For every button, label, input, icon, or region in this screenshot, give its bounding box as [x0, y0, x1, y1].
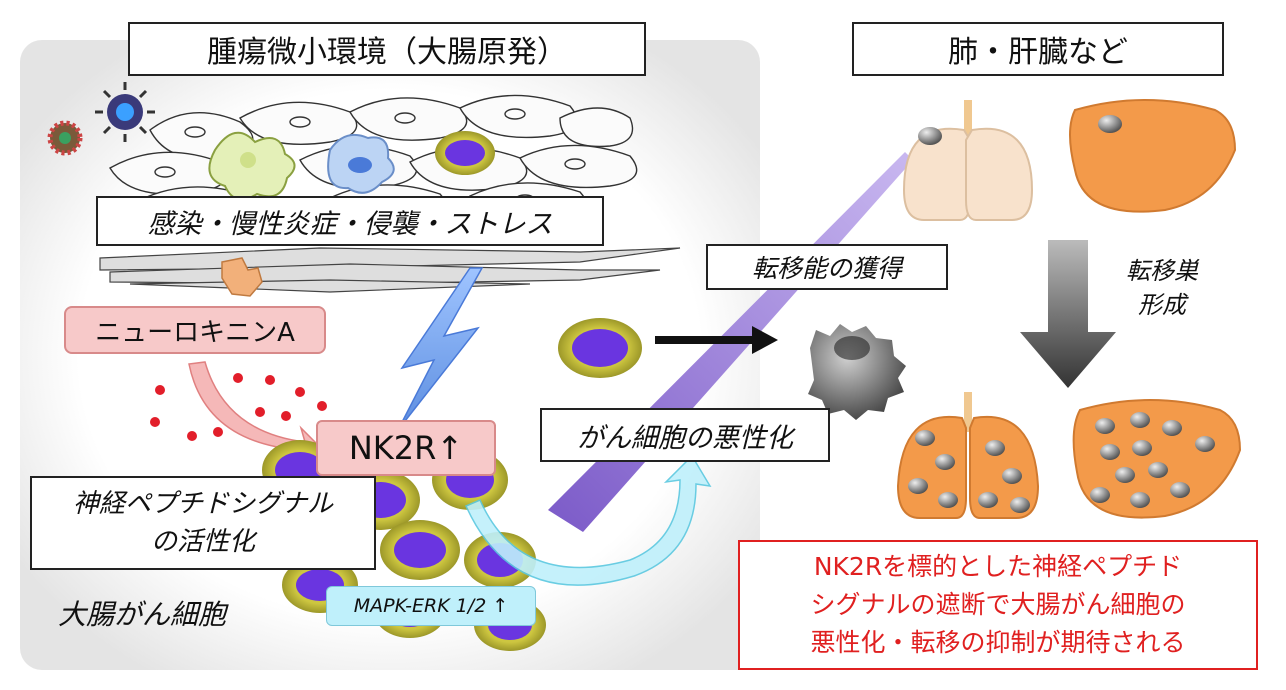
- malignant-cell: [558, 318, 642, 378]
- nk2r-receptor-label: NK2R↑: [316, 420, 496, 476]
- metastasis-formation-line2: 形成: [1138, 291, 1186, 319]
- macrophage-icon: [327, 134, 395, 194]
- conclusion-line2: シグナルの遮断で大腸がん細胞の: [810, 590, 1186, 619]
- progression-arrow: [655, 326, 778, 354]
- triggers-label: 感染・慢性炎症・侵襲・ストレス: [96, 196, 604, 246]
- virus-icon: [95, 82, 155, 142]
- conclusion-line1: NK2Rを標的とした神経ペプチド: [813, 552, 1183, 581]
- metastasis-formation-arrow: [1020, 240, 1116, 388]
- neuropeptide-signal-line2: の活性化: [150, 527, 255, 557]
- neurokinin-a-label: ニューロキニンA: [64, 306, 326, 354]
- lung-icon-top: [902, 100, 1034, 221]
- lung-icon-bottom: [896, 392, 1040, 519]
- stress-bolt-icon: [397, 267, 484, 431]
- conclusion-box: NK2Rを標的とした神経ペプチド シグナルの遮断で大腸がん細胞の 悪性化・転移の…: [738, 540, 1258, 670]
- tumor-cell-top: [435, 131, 495, 175]
- metastasis-formation-line1: 転移巣: [1126, 257, 1198, 285]
- malignancy-label: がん細胞の悪性化: [540, 408, 830, 462]
- liver-icon-bottom: [1072, 399, 1242, 519]
- liver-icon-top: [1069, 99, 1237, 213]
- migrating-cell-gear-icon: [808, 324, 906, 420]
- left-panel-title: 腫瘍微小環境（大腸原発）: [128, 22, 646, 76]
- conclusion-line3: 悪性化・転移の抑制が期待される: [810, 628, 1186, 657]
- mapk-erk-label: MAPK-ERK 1/2 ↑: [326, 586, 536, 626]
- colon-cancer-cells-label: 大腸がん細胞: [58, 598, 227, 631]
- metastasis-formation-label: 転移巣 形成: [1108, 250, 1216, 326]
- neuropeptide-signal-line1: 神経ペプチドシグナル: [72, 489, 333, 519]
- dendritic-cell-icon: [208, 131, 296, 201]
- neuropeptide-dots: [150, 373, 327, 441]
- pointing-hand-icon: [221, 257, 263, 297]
- bacterium-icon: [47, 120, 83, 156]
- stromal-cell-layer: [109, 94, 638, 227]
- neuropeptide-signal-label: 神経ペプチドシグナル の活性化: [30, 476, 376, 570]
- right-panel-title: 肺・肝臓など: [852, 22, 1224, 76]
- metastatic-ability-label: 転移能の獲得: [706, 244, 948, 290]
- malignancy-arrow: [465, 454, 712, 586]
